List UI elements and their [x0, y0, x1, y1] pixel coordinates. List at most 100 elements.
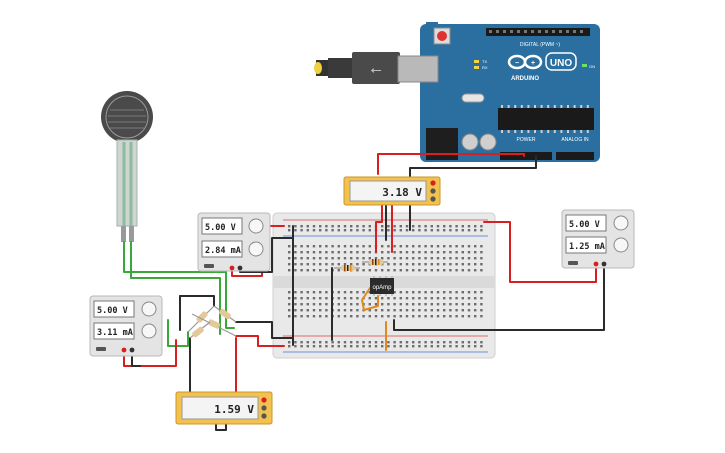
breadboard-hole[interactable]: [362, 257, 365, 260]
breadboard-hole[interactable]: [467, 297, 471, 300]
breadboard-hole[interactable]: [418, 245, 421, 248]
breadboard-hole[interactable]: [368, 269, 371, 272]
breadboard-hole[interactable]: [412, 257, 415, 260]
breadboard-hole[interactable]: [474, 269, 477, 272]
breadboard-hole[interactable]: [393, 263, 396, 266]
breadboard-hole[interactable]: [319, 263, 322, 266]
breadboard-hole[interactable]: [430, 225, 433, 228]
breadboard-hole[interactable]: [467, 251, 471, 254]
breadboard-hole[interactable]: [362, 345, 365, 348]
breadboard-hole[interactable]: [430, 229, 433, 232]
breadboard-hole[interactable]: [368, 291, 371, 294]
breadboard-hole[interactable]: [443, 297, 446, 300]
wire-bridge-to-bb[interactable]: [235, 321, 294, 339]
breadboard-hole[interactable]: [306, 341, 309, 344]
breadboard-hole[interactable]: [436, 251, 440, 254]
breadboard-hole[interactable]: [319, 291, 322, 294]
breadboard-hole[interactable]: [337, 345, 340, 348]
breadboard-hole[interactable]: [393, 269, 396, 272]
breadboard-hole[interactable]: [356, 257, 359, 260]
breadboard-hole[interactable]: [430, 269, 433, 272]
multimeter-bottom-terminal-pos[interactable]: [261, 397, 267, 403]
breadboard-hole[interactable]: [306, 309, 309, 312]
breadboard-hole[interactable]: [443, 309, 446, 312]
breadboard-hole[interactable]: [443, 315, 446, 318]
breadboard-hole[interactable]: [343, 251, 347, 254]
opamp-chip[interactable]: opAmp: [370, 276, 394, 296]
digital-pin[interactable]: [538, 30, 541, 33]
breadboard-hole[interactable]: [325, 303, 328, 306]
breadboard-hole[interactable]: [319, 225, 322, 228]
supply-lb-terminal-pos[interactable]: [121, 347, 127, 353]
multimeter-bottom-terminal-a[interactable]: [261, 413, 267, 419]
breadboard-hole[interactable]: [443, 269, 446, 272]
breadboard-hole[interactable]: [399, 257, 402, 260]
breadboard-hole[interactable]: [399, 341, 402, 344]
wire-sensor-green-2[interactable]: [130, 241, 221, 335]
power-supply-left-bottom[interactable]: 5.00 V 3.11 mA: [89, 295, 163, 357]
breadboard-hole[interactable]: [288, 341, 291, 344]
breadboard-hole[interactable]: [300, 257, 303, 260]
supply-lt-voltage-knob[interactable]: [248, 218, 264, 234]
breadboard-hole[interactable]: [443, 341, 446, 344]
breadboard-hole[interactable]: [455, 251, 458, 254]
breadboard-hole[interactable]: [312, 269, 316, 272]
breadboard-hole[interactable]: [412, 229, 415, 232]
breadboard-hole[interactable]: [294, 291, 297, 294]
breadboard-hole[interactable]: [356, 291, 359, 294]
breadboard-hole[interactable]: [449, 257, 452, 260]
breadboard-hole[interactable]: [325, 225, 328, 228]
breadboard-hole[interactable]: [443, 345, 446, 348]
breadboard-hole[interactable]: [337, 309, 340, 312]
power-supply-left-top[interactable]: 5.00 V 2.84 mA: [197, 212, 271, 272]
breadboard-hole[interactable]: [474, 341, 477, 344]
breadboard-hole[interactable]: [443, 257, 446, 260]
breadboard-hole[interactable]: [294, 345, 297, 348]
breadboard-hole[interactable]: [480, 309, 483, 312]
wire-meter-bottom-neg[interactable]: [215, 422, 227, 431]
breadboard-hole[interactable]: [350, 225, 353, 228]
wire-sensor-green-3[interactable]: [167, 319, 189, 347]
breadboard-hole[interactable]: [480, 303, 483, 306]
breadboard-hole[interactable]: [430, 251, 433, 254]
breadboard-hole[interactable]: [325, 341, 328, 344]
breadboard-hole[interactable]: [381, 303, 384, 306]
breadboard-hole[interactable]: [480, 269, 483, 272]
breadboard-hole[interactable]: [306, 303, 309, 306]
supply-lt-current-knob[interactable]: [248, 241, 264, 257]
breadboard-hole[interactable]: [306, 263, 309, 266]
breadboard-hole[interactable]: [455, 245, 458, 248]
breadboard-hole[interactable]: [331, 257, 334, 260]
breadboard-hole[interactable]: [306, 315, 309, 318]
breadboard-hole[interactable]: [294, 225, 297, 228]
breadboard-hole[interactable]: [467, 315, 471, 318]
breadboard-hole[interactable]: [474, 345, 477, 348]
breadboard-hole[interactable]: [399, 225, 402, 228]
breadboard-hole[interactable]: [362, 315, 365, 318]
breadboard-hole[interactable]: [319, 269, 322, 272]
breadboard-hole[interactable]: [418, 291, 421, 294]
breadboard-hole[interactable]: [306, 297, 309, 300]
breadboard-hole[interactable]: [424, 245, 427, 248]
breadboard-hole[interactable]: [405, 229, 409, 232]
breadboard-hole[interactable]: [381, 251, 384, 254]
breadboard-hole[interactable]: [356, 303, 359, 306]
supply-lt-terminal-neg[interactable]: [237, 265, 243, 271]
digital-pin[interactable]: [552, 30, 555, 33]
breadboard-hole[interactable]: [418, 251, 421, 254]
breadboard-hole[interactable]: [337, 245, 340, 248]
supply-lb-current-knob[interactable]: [141, 323, 157, 339]
breadboard-hole[interactable]: [455, 315, 458, 318]
breadboard-hole[interactable]: [393, 309, 396, 312]
multimeter-top-terminal-a[interactable]: [430, 196, 436, 202]
breadboard-hole[interactable]: [449, 297, 452, 300]
breadboard-hole[interactable]: [381, 245, 384, 248]
breadboard-hole[interactable]: [288, 225, 291, 228]
supply-right-terminal-neg[interactable]: [601, 261, 607, 267]
breadboard-hole[interactable]: [300, 345, 303, 348]
breadboard-hole[interactable]: [343, 229, 347, 232]
breadboard-hole[interactable]: [300, 263, 303, 266]
resistor-bridge-3[interactable]: [191, 313, 237, 337]
breadboard-hole[interactable]: [405, 291, 409, 294]
breadboard-hole[interactable]: [387, 263, 390, 266]
